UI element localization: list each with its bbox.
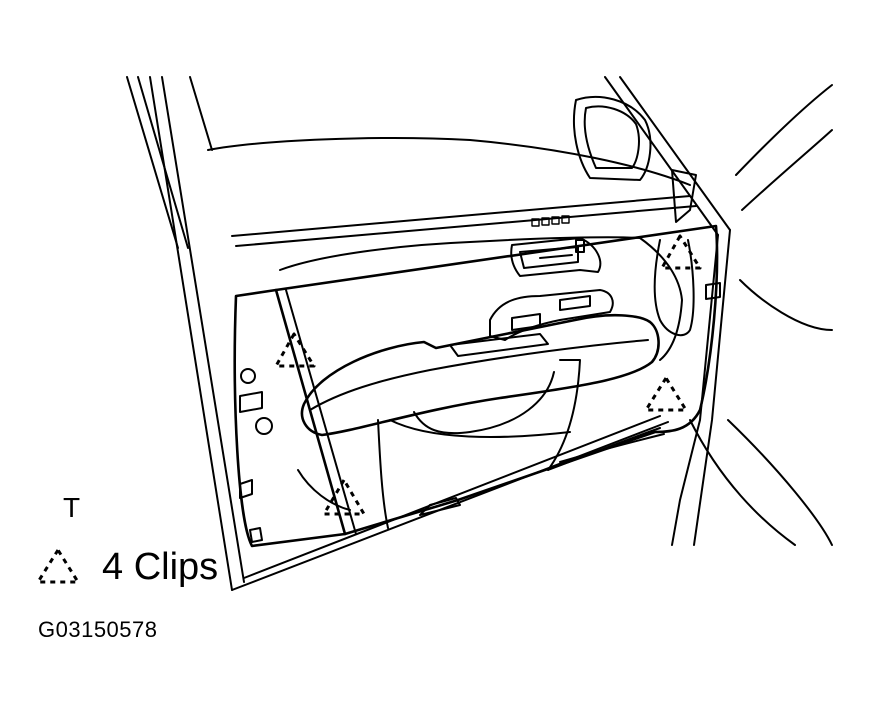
legend-clips-label: 4 Clips [102, 546, 219, 588]
figure-id: G03150578 [38, 617, 158, 642]
clip-triangle-icon [36, 548, 80, 584]
door-trim-panel [233, 215, 721, 548]
door-frame [126, 76, 833, 591]
clip-marker-upper-left [274, 332, 316, 368]
clip-marker-upper-right [660, 234, 702, 270]
clip-markers [274, 234, 702, 516]
side-mirror [573, 96, 697, 223]
clip-marker-lower-right [644, 376, 688, 412]
view-marker: T [63, 492, 81, 523]
